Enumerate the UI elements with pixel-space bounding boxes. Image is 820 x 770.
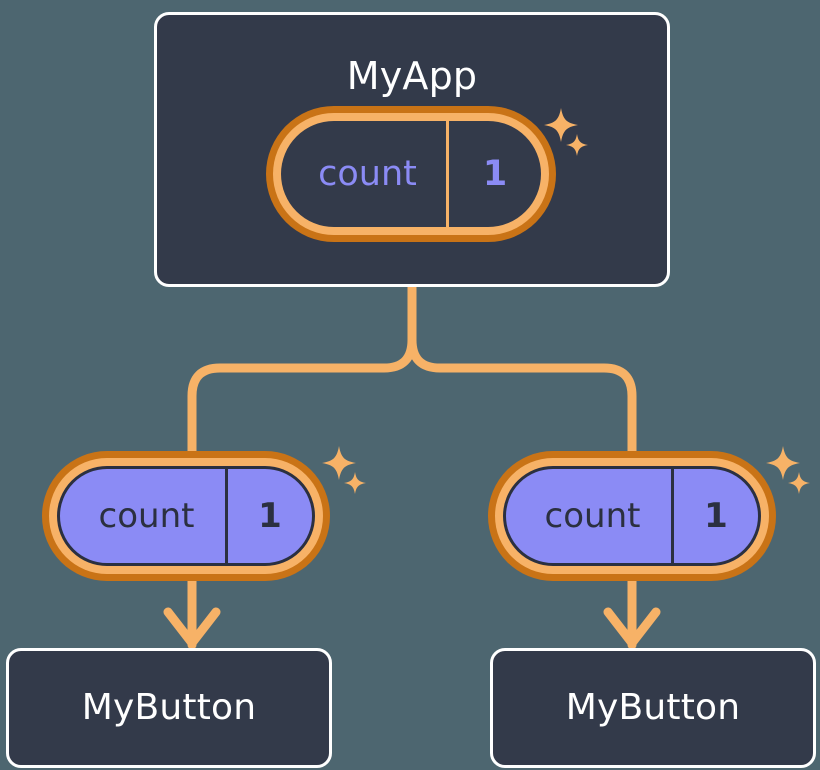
- component-title-left: MyButton: [81, 687, 257, 728]
- state-key-label-right: count: [544, 496, 641, 536]
- state-pill-ring-left: count 1: [49, 458, 323, 574]
- arrow-down-right: [603, 573, 661, 650]
- state-pill-right[interactable]: count 1: [488, 451, 776, 581]
- state-value-label: 1: [446, 121, 541, 227]
- arrow-down-left: [163, 573, 221, 650]
- state-key-label-left: count: [98, 496, 195, 536]
- state-pill-face: count 1: [281, 121, 541, 227]
- tree-connector: [187, 283, 417, 456]
- tree-connector-right: [407, 283, 637, 456]
- state-pill-face-left: count 1: [57, 466, 315, 566]
- state-value-label-right: 1: [671, 469, 758, 563]
- component-card-mybutton-left[interactable]: MyButton: [6, 648, 332, 768]
- page-title: MyApp: [346, 54, 478, 98]
- state-key-label: count: [318, 153, 417, 194]
- state-pill-ring-right: count 1: [495, 458, 769, 574]
- state-pill-face-right: count 1: [503, 466, 761, 566]
- component-title-right: MyButton: [565, 687, 741, 728]
- state-pill-root[interactable]: count 1: [266, 106, 556, 242]
- state-pill-left[interactable]: count 1: [42, 451, 330, 581]
- state-pill-ring: count 1: [273, 113, 549, 235]
- state-value-label-left: 1: [225, 469, 312, 563]
- component-card-mybutton-right[interactable]: MyButton: [490, 648, 816, 768]
